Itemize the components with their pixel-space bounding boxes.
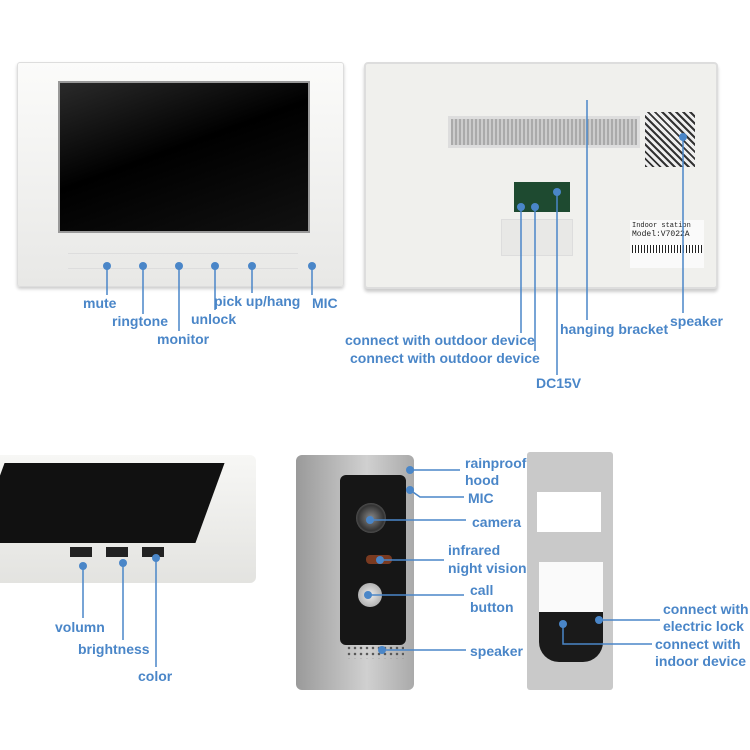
label-brightness: brightness [78,641,150,657]
label-mic-outdoor: MIC [468,490,494,506]
barcode [632,245,702,253]
label-monitor: monitor [157,331,210,347]
label-indoor-2: indoor device [655,653,747,669]
side-monitor [0,455,256,583]
sticker-title: Indoor station [632,222,691,230]
label-hood: hood [465,472,500,488]
connector-area [539,612,603,662]
side-buttons [70,547,170,557]
label-call: call [470,582,494,598]
label-unlock: unlock [191,311,237,327]
front-monitor [17,62,344,287]
sticker-model: Model:V7022A [632,230,690,239]
label-dc15v: DC15V [536,375,582,391]
back-monitor: Indoor station Model:V7022A [364,62,718,289]
label-camera: camera [472,514,522,530]
label-pickup: pick up/hang [214,293,301,309]
model-sticker: Indoor station Model:V7022A [630,220,704,268]
speaker-grille [645,112,695,167]
label-lock-1: connect with [663,601,749,617]
label-button: button [470,599,514,615]
back-sticker [537,492,601,532]
label-speaker-outdoor: speaker [470,643,523,659]
label-color: color [138,668,173,684]
label-outdoor-1: connect with outdoor device [345,332,535,348]
label-lock-2: electric lock [663,618,744,634]
label-infrared: infrared [448,542,501,558]
hanging-bracket [448,116,640,148]
terminal-block [539,562,603,612]
label-indoor-1: connect with [655,636,741,652]
label-hanging-bracket: hanging bracket [560,321,669,337]
label-outdoor-2: connect with outdoor device [350,350,540,366]
label-mute: mute [83,295,117,311]
label-speaker-back: speaker [670,313,723,329]
speaker-holes [346,645,404,659]
monitor-screen [58,81,310,233]
label-night-vision: night vision [448,560,527,576]
label-volume: volumn [55,619,105,635]
terminal-label [501,219,573,256]
outdoor-unit-back [527,452,613,690]
button-strip [68,253,298,269]
label-ringtone: ringtone [112,313,168,329]
label-rainproof: rainproof [465,455,527,471]
label-mic: MIC [312,295,338,311]
